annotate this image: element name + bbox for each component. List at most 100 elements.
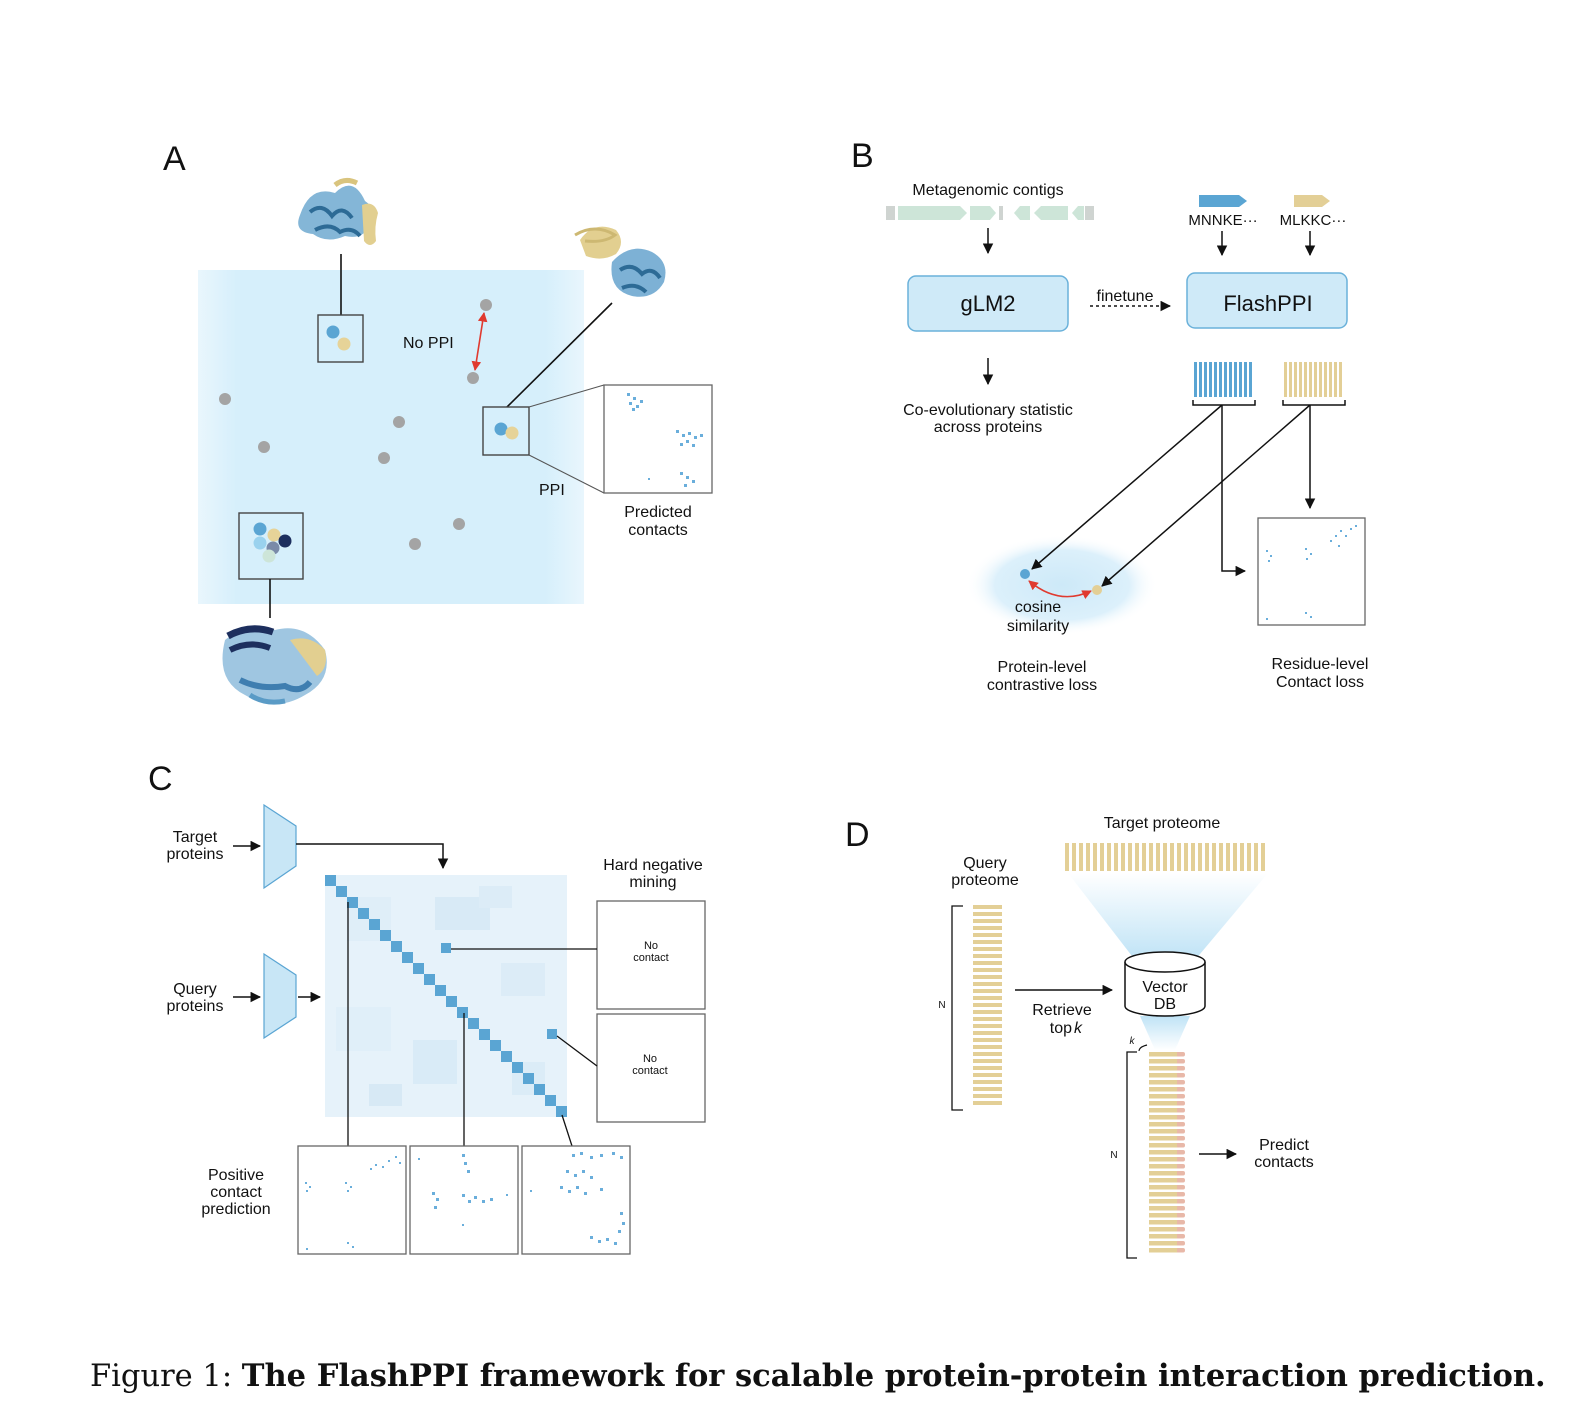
complex-box: [238, 512, 304, 580]
target-proteins-label-2: proteins: [167, 846, 224, 863]
query-protein-bar: [973, 1010, 1002, 1014]
target-protein-bar: [1205, 843, 1209, 871]
target-protein-bar: [1226, 843, 1230, 871]
retrieved-query-bar: [1149, 1059, 1177, 1064]
panel-b: B Metagenomic contigs MNNKE··· MLKKC··· …: [851, 137, 1368, 694]
retrieval-cone-top: [1068, 873, 1268, 960]
target-proteome-label: Target proteome: [1104, 815, 1221, 832]
panel-a-letter: A: [163, 140, 186, 178]
embedding-space: [198, 270, 584, 604]
retrieved-query-bar: [1149, 1227, 1177, 1232]
panel-d: D Target proteome Query proteome N Retri…: [845, 815, 1314, 1259]
query-protein-bar: [973, 1059, 1002, 1063]
retrieval-cone-bottom: [1140, 1016, 1190, 1050]
protein-seq1-icon: [1199, 195, 1247, 207]
query-protein-bar: [973, 1094, 1002, 1098]
top-label: top: [1050, 1020, 1072, 1037]
retrieved-query-bar: [1149, 1185, 1177, 1190]
positive-label-2: contact: [210, 1184, 262, 1201]
query-protein-bar: [973, 1017, 1002, 1021]
query-protein-bar: [973, 1052, 1002, 1056]
target-protein-bar: [1212, 843, 1216, 871]
retrieved-query-bar: [1149, 1115, 1177, 1120]
vector-db-label-1: Vector: [1142, 979, 1188, 996]
target-protein-bar: [1149, 843, 1153, 871]
pair-box-ppi: [482, 406, 530, 456]
panel-c-letter: C: [148, 760, 173, 798]
retrieved-query-bar: [1149, 1220, 1177, 1225]
query-protein-bar: [973, 968, 1002, 972]
target-protein-bar: [1247, 843, 1251, 871]
caption-title: The FlashPPI framework for scalable prot…: [241, 1358, 1546, 1394]
target-protein-bar: [1072, 843, 1076, 871]
protein-structure-right-icon: [574, 226, 666, 297]
query-protein-bar: [973, 947, 1002, 951]
query-protein-bar: [973, 1031, 1002, 1035]
retrieved-query-bar: [1149, 1234, 1177, 1239]
cosine-label-1: cosine: [1015, 599, 1061, 616]
hard-negative-label-2: mining: [629, 874, 676, 891]
caption-label: Figure 1:: [90, 1359, 233, 1394]
figure-caption: Figure 1: The FlashPPI framework for sca…: [90, 1355, 1546, 1398]
retrieved-n-label: N: [1110, 1150, 1117, 1161]
retrieved-query-bar: [1149, 1080, 1177, 1085]
retrieved-query-bar: [1149, 1129, 1177, 1134]
residue-loss-label-1: Residue-level: [1272, 656, 1369, 673]
embedding-seq1-icon: [1194, 362, 1252, 397]
predicted-contacts-label-1: Predicted: [624, 504, 692, 521]
target-protein-bar: [1093, 843, 1097, 871]
retrieved-query-bar: [1149, 1213, 1177, 1218]
query-protein-bar: [973, 954, 1002, 958]
query-proteome-bars: [973, 905, 1002, 1105]
retrieved-query-bar: [1149, 1073, 1177, 1078]
protein-structure-top-icon: [298, 177, 378, 245]
no-contact-1-line-2: contact: [633, 952, 668, 964]
query-protein-bar: [973, 989, 1002, 993]
target-protein-bar: [1261, 843, 1265, 871]
target-encoder-icon: [263, 803, 297, 890]
retrieved-query-bar: [1149, 1122, 1177, 1127]
query-protein-bar: [973, 1073, 1002, 1077]
positive-label-3: prediction: [201, 1201, 270, 1218]
retrieved-query-bar: [1149, 1192, 1177, 1197]
query-protein-bar: [973, 1087, 1002, 1091]
query-encoder-icon: [263, 952, 297, 1040]
target-protein-bar: [1065, 843, 1069, 871]
protein-seq2-icon: [1294, 195, 1330, 207]
target-protein-bar: [1219, 843, 1223, 871]
retrieved-query-bar: [1149, 1136, 1177, 1141]
seq2-label: MLKKC···: [1280, 212, 1347, 229]
retrieved-query-bar: [1149, 1199, 1177, 1204]
residue-contact-map: [1257, 517, 1366, 626]
retrieved-query-bar: [1149, 1101, 1177, 1106]
no-contact-2-line-2: contact: [632, 1065, 667, 1077]
panel-d-letter: D: [845, 816, 870, 854]
no-contact-map-2: [596, 1013, 706, 1123]
query-protein-bar: [973, 975, 1002, 979]
coevolution-label-2: across proteins: [934, 419, 1043, 436]
retrieved-query-bar: [1149, 1143, 1177, 1148]
query-protein-bar: [973, 1080, 1002, 1084]
k-brace-label: k: [1130, 1036, 1136, 1047]
target-protein-bar: [1163, 843, 1167, 871]
retrieved-query-bar: [1149, 1164, 1177, 1169]
target-protein-bar: [1233, 843, 1237, 871]
retrieved-query-bar: [1149, 1171, 1177, 1176]
target-protein-bar: [1079, 843, 1083, 871]
query-protein-bar: [973, 1045, 1002, 1049]
query-proteins-label-2: proteins: [167, 998, 224, 1015]
vector-db-label-2: DB: [1154, 996, 1176, 1013]
query-protein-bar: [973, 1066, 1002, 1070]
target-protein-bar: [1135, 843, 1139, 871]
query-protein-bar: [973, 1101, 1002, 1105]
retrieved-query-bar: [1149, 1094, 1177, 1099]
retrieved-query-bar: [1149, 1150, 1177, 1155]
flashppi-box: [1186, 272, 1348, 329]
contig-genes-icon: [886, 206, 1094, 220]
query-proteome-label-1: Query: [963, 855, 1007, 872]
protein-complex-icon: [222, 625, 327, 705]
panel-a: A No PPI: [163, 140, 713, 705]
target-protein-bar: [1114, 843, 1118, 871]
positive-label-1: Positive: [208, 1167, 264, 1184]
